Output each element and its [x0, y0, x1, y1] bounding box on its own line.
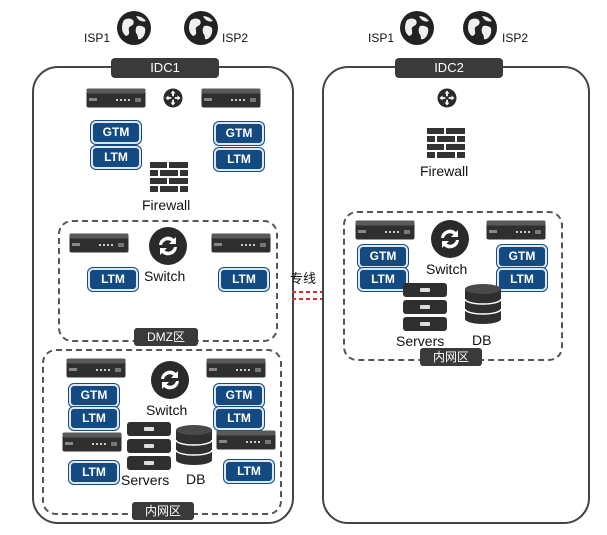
server-icon	[201, 88, 261, 108]
gtm-badge: GTM	[69, 384, 119, 407]
idc2-title: IDC2	[395, 58, 503, 78]
idc2-firewall-label: Firewall	[420, 163, 469, 179]
idc2-servers-label: Servers	[396, 333, 445, 349]
database-icon	[174, 424, 214, 466]
server-icon	[216, 430, 276, 450]
idc1-firewall-label: Firewall	[142, 197, 191, 213]
idc1-isp1-label: ISP1	[84, 31, 111, 45]
ltm-badge: LTM	[69, 461, 119, 484]
idc2-db-label: DB	[472, 332, 492, 348]
idc2-isp2-label: ISP2	[502, 31, 529, 45]
gtm-badge: GTM	[497, 245, 547, 268]
server-icon	[211, 233, 271, 253]
globe-icon	[462, 10, 498, 46]
ltm-badge: LTM	[219, 268, 269, 291]
server-icon	[62, 432, 122, 452]
servers-label: Servers	[121, 472, 170, 488]
server-icon	[69, 233, 129, 253]
globe-icon	[116, 10, 152, 46]
idc1-isp2-label: ISP2	[222, 31, 249, 45]
ltm-badge: LTM	[497, 268, 547, 291]
ltm-badge: LTM	[214, 407, 264, 430]
server-icon	[206, 358, 266, 378]
intranet-switch-label: Switch	[146, 402, 188, 418]
ltm-badge: LTM	[91, 146, 141, 169]
server-icon	[86, 88, 146, 108]
ltm-badge: LTM	[69, 407, 119, 430]
ltm-badge: LTM	[224, 460, 274, 483]
server-icon	[486, 220, 546, 240]
gtm-badge: GTM	[91, 121, 141, 144]
firewall-icon	[427, 128, 465, 160]
database-icon	[463, 283, 503, 325]
switch-icon	[148, 226, 188, 266]
globe-icon	[399, 10, 435, 46]
dedicated-line-label: 专线	[290, 271, 317, 286]
router-icon	[437, 88, 457, 108]
dmz-zone-title: DMZ区	[134, 328, 198, 346]
server-stack-icon	[403, 283, 447, 331]
dedicated-line	[292, 291, 322, 300]
idc2-isp1-label: ISP1	[368, 31, 395, 45]
gtm-badge: GTM	[214, 122, 264, 145]
router-icon	[163, 88, 183, 108]
idc1-intranet-zone-title: 内网区	[132, 502, 194, 520]
ltm-badge: LTM	[358, 268, 408, 291]
dmz-switch-label: Switch	[144, 268, 186, 284]
server-icon	[66, 358, 126, 378]
idc1-title: IDC1	[111, 58, 219, 78]
server-icon	[355, 220, 415, 240]
idc2-intranet-zone-title: 内网区	[420, 348, 482, 366]
firewall-icon	[150, 162, 188, 194]
gtm-badge: GTM	[214, 384, 264, 407]
server-stack-icon	[127, 422, 171, 470]
ltm-badge: LTM	[214, 148, 264, 171]
gtm-badge: GTM	[358, 245, 408, 268]
db-label: DB	[186, 471, 206, 487]
switch-icon	[150, 360, 190, 400]
globe-icon	[183, 10, 219, 46]
idc2-switch-label: Switch	[426, 261, 468, 277]
ltm-badge: LTM	[88, 268, 138, 291]
switch-icon	[430, 219, 470, 259]
